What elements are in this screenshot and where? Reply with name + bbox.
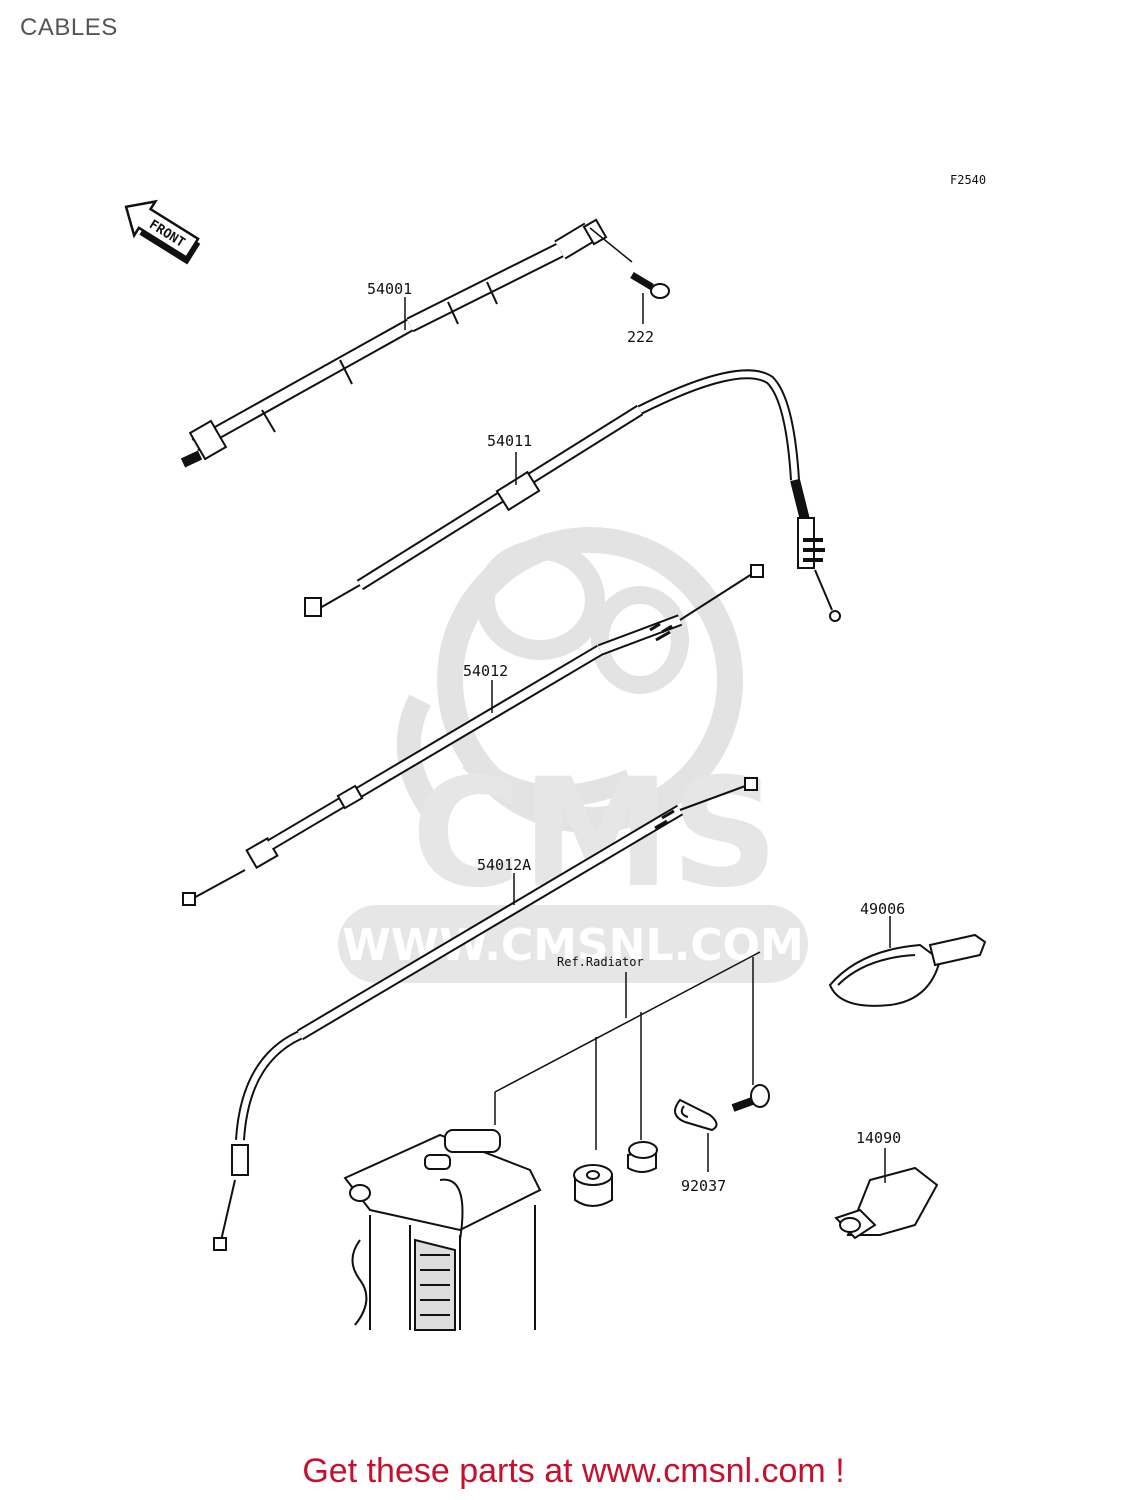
figure-code: F2540 [950, 173, 986, 187]
radiator-leaders [494, 951, 761, 1150]
part-54012a: 54012A [477, 856, 531, 874]
grommet-large [573, 1164, 613, 1207]
footer-cta[interactable]: Get these parts at www.cmsnl.com ! [302, 1452, 845, 1490]
screw-222 [589, 227, 670, 299]
clip-92037 [674, 1098, 718, 1132]
page-title: CABLES [20, 14, 118, 41]
front-arrow: FRONT [124, 199, 201, 265]
cmsnl-watermark: CMS WWW.CMSNL.COM [338, 527, 808, 983]
throttle-cable-54012 [182, 564, 764, 906]
part-222: 222 [627, 328, 654, 346]
parts-diagram: CMS WWW.CMSNL.COM F2540 FRONT 54001 222 [124, 173, 987, 1331]
throttle-cable-54012a [213, 777, 758, 1251]
part-54012: 54012 [463, 662, 508, 680]
ref-radiator: Ref.Radiator [557, 955, 644, 969]
part-54001: 54001 [367, 280, 412, 298]
radiator [343, 1129, 542, 1331]
grommet-small [627, 1141, 658, 1173]
cap-14090 [834, 1166, 939, 1240]
part-49006: 49006 [860, 900, 905, 918]
part-54011: 54011 [487, 432, 532, 450]
clutch-cable-54011 [304, 369, 841, 622]
bolt [731, 1084, 770, 1112]
part-14090: 14090 [856, 1129, 901, 1147]
cover-49006 [828, 933, 987, 1007]
speedometer-cable-54001 [180, 218, 608, 468]
part-92037: 92037 [681, 1177, 726, 1195]
watermark-brand: CMS [411, 747, 778, 921]
